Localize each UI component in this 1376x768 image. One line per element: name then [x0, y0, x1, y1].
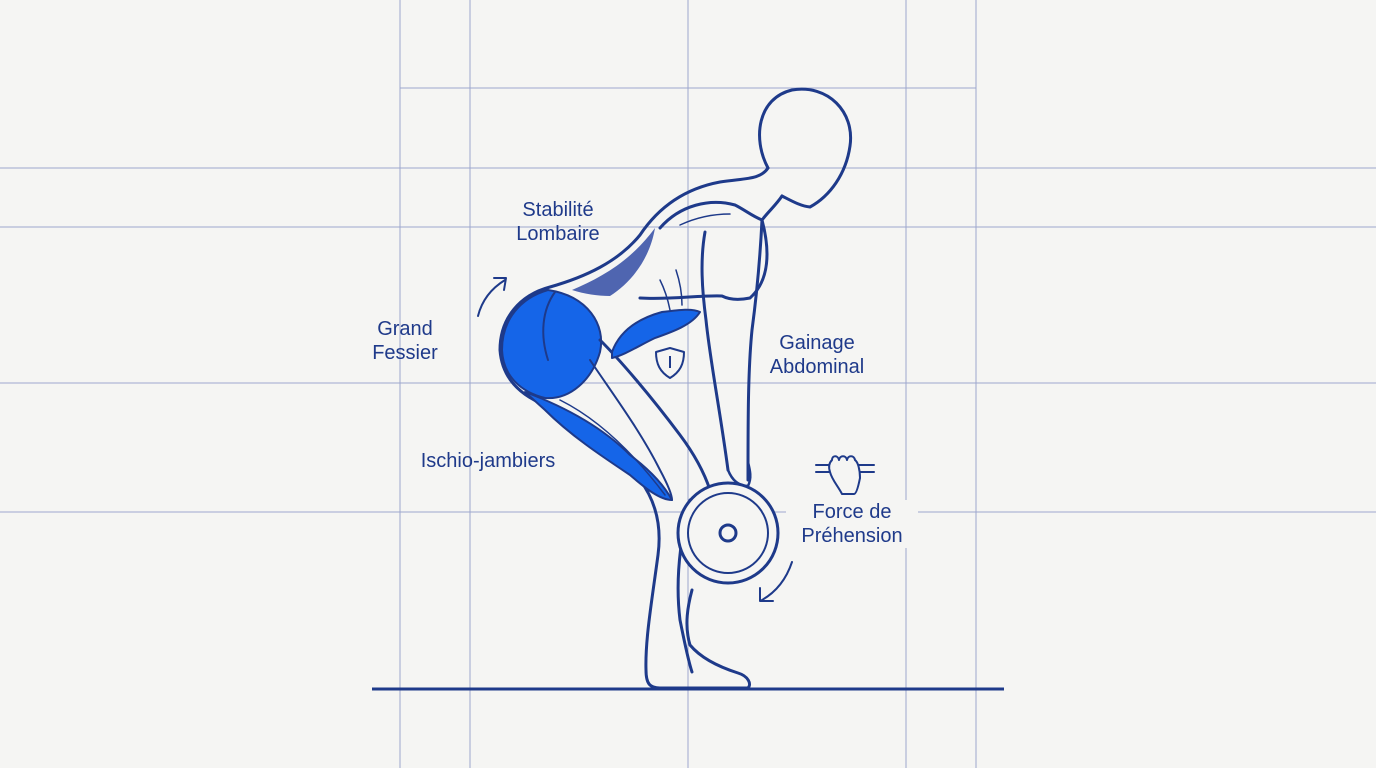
curved-arrow-down-icon: [759, 561, 793, 602]
glute-muscle: [501, 289, 603, 400]
label-grip-strength: Force de Préhension: [786, 500, 918, 548]
label-line: Grand: [377, 318, 433, 340]
thigh-outline: [598, 338, 712, 492]
torso-detail-line: [675, 269, 683, 306]
label-gluteus-maximus: Grand Fessier: [355, 317, 455, 365]
barbell-plate: [676, 481, 780, 585]
arm-back-outline: [700, 230, 730, 472]
label-line: Lombaire: [516, 223, 600, 245]
hamstring-line: [559, 399, 666, 496]
label-lower-back-stability: Stabilité Lombaire: [498, 198, 618, 246]
abdominal-muscle: [611, 308, 701, 359]
thigh-inner: [589, 359, 673, 501]
glute-inner-line: [542, 291, 556, 361]
label-line: Fessier: [372, 342, 438, 364]
label-line: Préhension: [801, 525, 903, 547]
lower-back-muscle: [572, 228, 655, 296]
label-line: Abdominal: [769, 356, 865, 378]
label-line: Ischio-jambiers: [420, 450, 556, 472]
back-outline: [498, 166, 770, 690]
torso-detail-line: [659, 279, 671, 311]
label-line: Stabilité: [522, 199, 594, 221]
hamstring-muscle: [524, 391, 673, 501]
shoulder-outline: [658, 200, 764, 230]
label-line: Force de: [812, 501, 892, 523]
label-line: Gainage: [779, 332, 855, 354]
arm-front-outline: [746, 218, 764, 482]
human-figure: [498, 87, 853, 690]
torso-front-outline: [638, 194, 784, 301]
gripping-fist-icon: [815, 455, 875, 495]
chest-detail-line: [679, 213, 731, 226]
shield-icon: [655, 347, 685, 379]
label-hamstrings: Ischio-jambiers: [400, 449, 576, 473]
label-abdominal-bracing: Gainage Abdominal: [752, 331, 882, 379]
curved-arrow-up-icon: [477, 277, 507, 317]
head-outline: [758, 87, 853, 209]
